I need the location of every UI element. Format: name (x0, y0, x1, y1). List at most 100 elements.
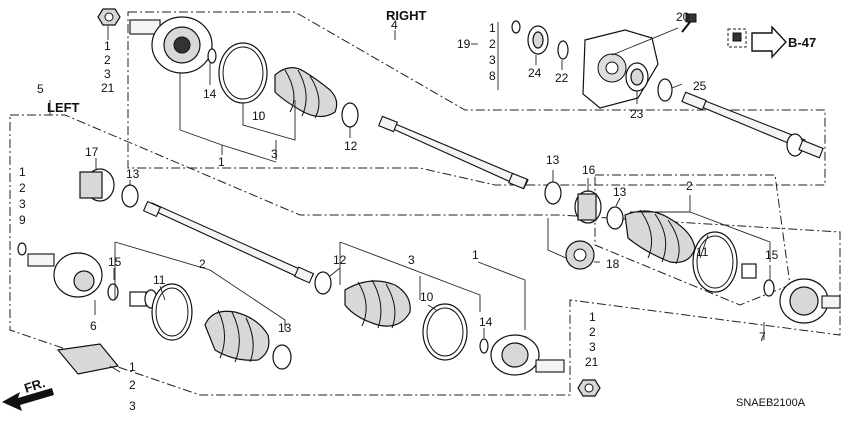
inboard-joint-6 (27, 252, 103, 298)
callout-bearing-8: 8 (489, 69, 496, 83)
tripod-spider-right (741, 263, 757, 279)
boot-3-top (274, 67, 338, 119)
boot-band-13-right-a (544, 181, 562, 205)
section-label-left: LEFT (47, 100, 80, 115)
callout-bottom-nut-3: 3 (589, 340, 596, 354)
callout-fr-2: 2 (129, 378, 136, 392)
callout-1-top: 1 (218, 155, 225, 169)
callout-18: 18 (606, 257, 620, 271)
circlip-15-right (763, 279, 775, 297)
callout-14-left: 14 (479, 315, 493, 329)
section-label-right: RIGHT (386, 8, 427, 23)
callout-3-left: 3 (408, 253, 415, 267)
b47-reference-label: B-47 (788, 35, 816, 50)
boot-band-12-left (314, 271, 332, 295)
left-assembly-outline (9, 114, 841, 396)
callout-2-right: 2 (686, 179, 693, 193)
callout-13-right-a: 13 (546, 153, 560, 167)
callout-16: 16 (582, 163, 596, 177)
shim-plate (56, 343, 120, 375)
callout-left-9: 9 (19, 213, 26, 227)
callout-11-right: 11 (696, 245, 709, 259)
callout-22: 22 (555, 71, 569, 85)
oil-seal-24 (527, 25, 549, 55)
boot-band-12-top (341, 102, 359, 128)
callout-bearing-2: 2 (489, 37, 496, 51)
circlip-14-top (207, 48, 217, 64)
callout-25: 25 (693, 79, 707, 93)
boot-band-13-left-top (121, 184, 139, 208)
circlip-15-left (107, 283, 119, 301)
snap-ring-25 (657, 78, 673, 102)
boot-band-13-right-b (606, 206, 624, 230)
inboard-joint-7 (779, 278, 841, 324)
boot-band-10-left (422, 303, 468, 361)
boot-2-left (204, 309, 270, 363)
bolt-20 (681, 13, 697, 33)
dynamic-damper-16 (574, 190, 602, 224)
front-direction-label: FR. (22, 375, 47, 396)
left-driveshaft (142, 200, 315, 284)
callout-13-left-bottom: 13 (278, 321, 292, 335)
bolt-b47 (727, 28, 747, 48)
boot-band-11-right (692, 231, 738, 293)
callout-3-top: 3 (271, 147, 278, 161)
callout-12-left: 12 (333, 253, 347, 267)
callout-15-left: 15 (108, 255, 122, 269)
small-ring-1 (511, 20, 521, 34)
b47-reference-button[interactable]: B-47 (751, 25, 816, 59)
callout-left-1: 1 (19, 165, 26, 179)
callout-bearing-3: 3 (489, 53, 496, 67)
callout-2-left: 2 (199, 257, 206, 271)
callout-7: 7 (759, 330, 766, 344)
boot-band-13-left-bottom (272, 344, 292, 370)
left-damper-17 (79, 168, 115, 202)
callout-10-top: 10 (252, 109, 266, 123)
right-driveshaft (377, 115, 529, 190)
bearing-23 (625, 62, 649, 92)
outboard-joint-left (490, 334, 565, 376)
callout-fr-1: 1 (129, 360, 136, 374)
callout-13-left-top: 13 (126, 167, 140, 181)
callout-6: 6 (90, 319, 97, 333)
right-assembly-outline (127, 11, 826, 186)
callout-1-left: 1 (472, 248, 479, 262)
callout-top-nut-1: 1 (104, 39, 111, 53)
callout-19: 19 (457, 37, 471, 51)
outboard-joint-right (129, 16, 213, 74)
callout-13-right-b: 13 (613, 185, 627, 199)
callout-23: 23 (630, 107, 644, 121)
circlip-14-left (479, 338, 489, 354)
tripod-joint-18 (565, 240, 595, 270)
callout-top-nut-2: 2 (104, 53, 111, 67)
right-axle-outline (594, 174, 791, 306)
front-arrow-icon (2, 388, 54, 411)
bearing-support-19 (582, 29, 659, 109)
callout-15-right: 15 (765, 248, 779, 262)
boot-band-11-left (151, 283, 193, 341)
callout-17: 17 (85, 145, 99, 159)
spindle-nut-top (97, 8, 121, 26)
leader-lines (49, 22, 771, 373)
callout-left-3: 3 (19, 197, 26, 211)
callout-4: 4 (391, 18, 398, 32)
circlip-9 (17, 242, 27, 256)
callout-left-2: 2 (19, 181, 26, 195)
spindle-nut-bottom (577, 379, 601, 397)
diagram-code: SNAEB2100A (736, 397, 806, 409)
callout-bottom-nut-2: 2 (589, 325, 596, 339)
intermediate-shaft (681, 91, 824, 159)
callout-5: 5 (37, 82, 44, 96)
callout-24: 24 (528, 66, 542, 80)
callout-20: 20 (676, 10, 690, 24)
callout-10-left: 10 (420, 290, 434, 304)
snap-ring-22 (557, 40, 569, 60)
callout-bottom-nut-1: 1 (589, 310, 596, 324)
boot-2-right (624, 209, 696, 265)
callout-top-nut-21: 21 (101, 81, 115, 95)
callout-bottom-nut-21: 21 (585, 355, 599, 369)
callout-fr-3: 3 (129, 399, 136, 413)
boot-band-10-top (218, 42, 268, 104)
